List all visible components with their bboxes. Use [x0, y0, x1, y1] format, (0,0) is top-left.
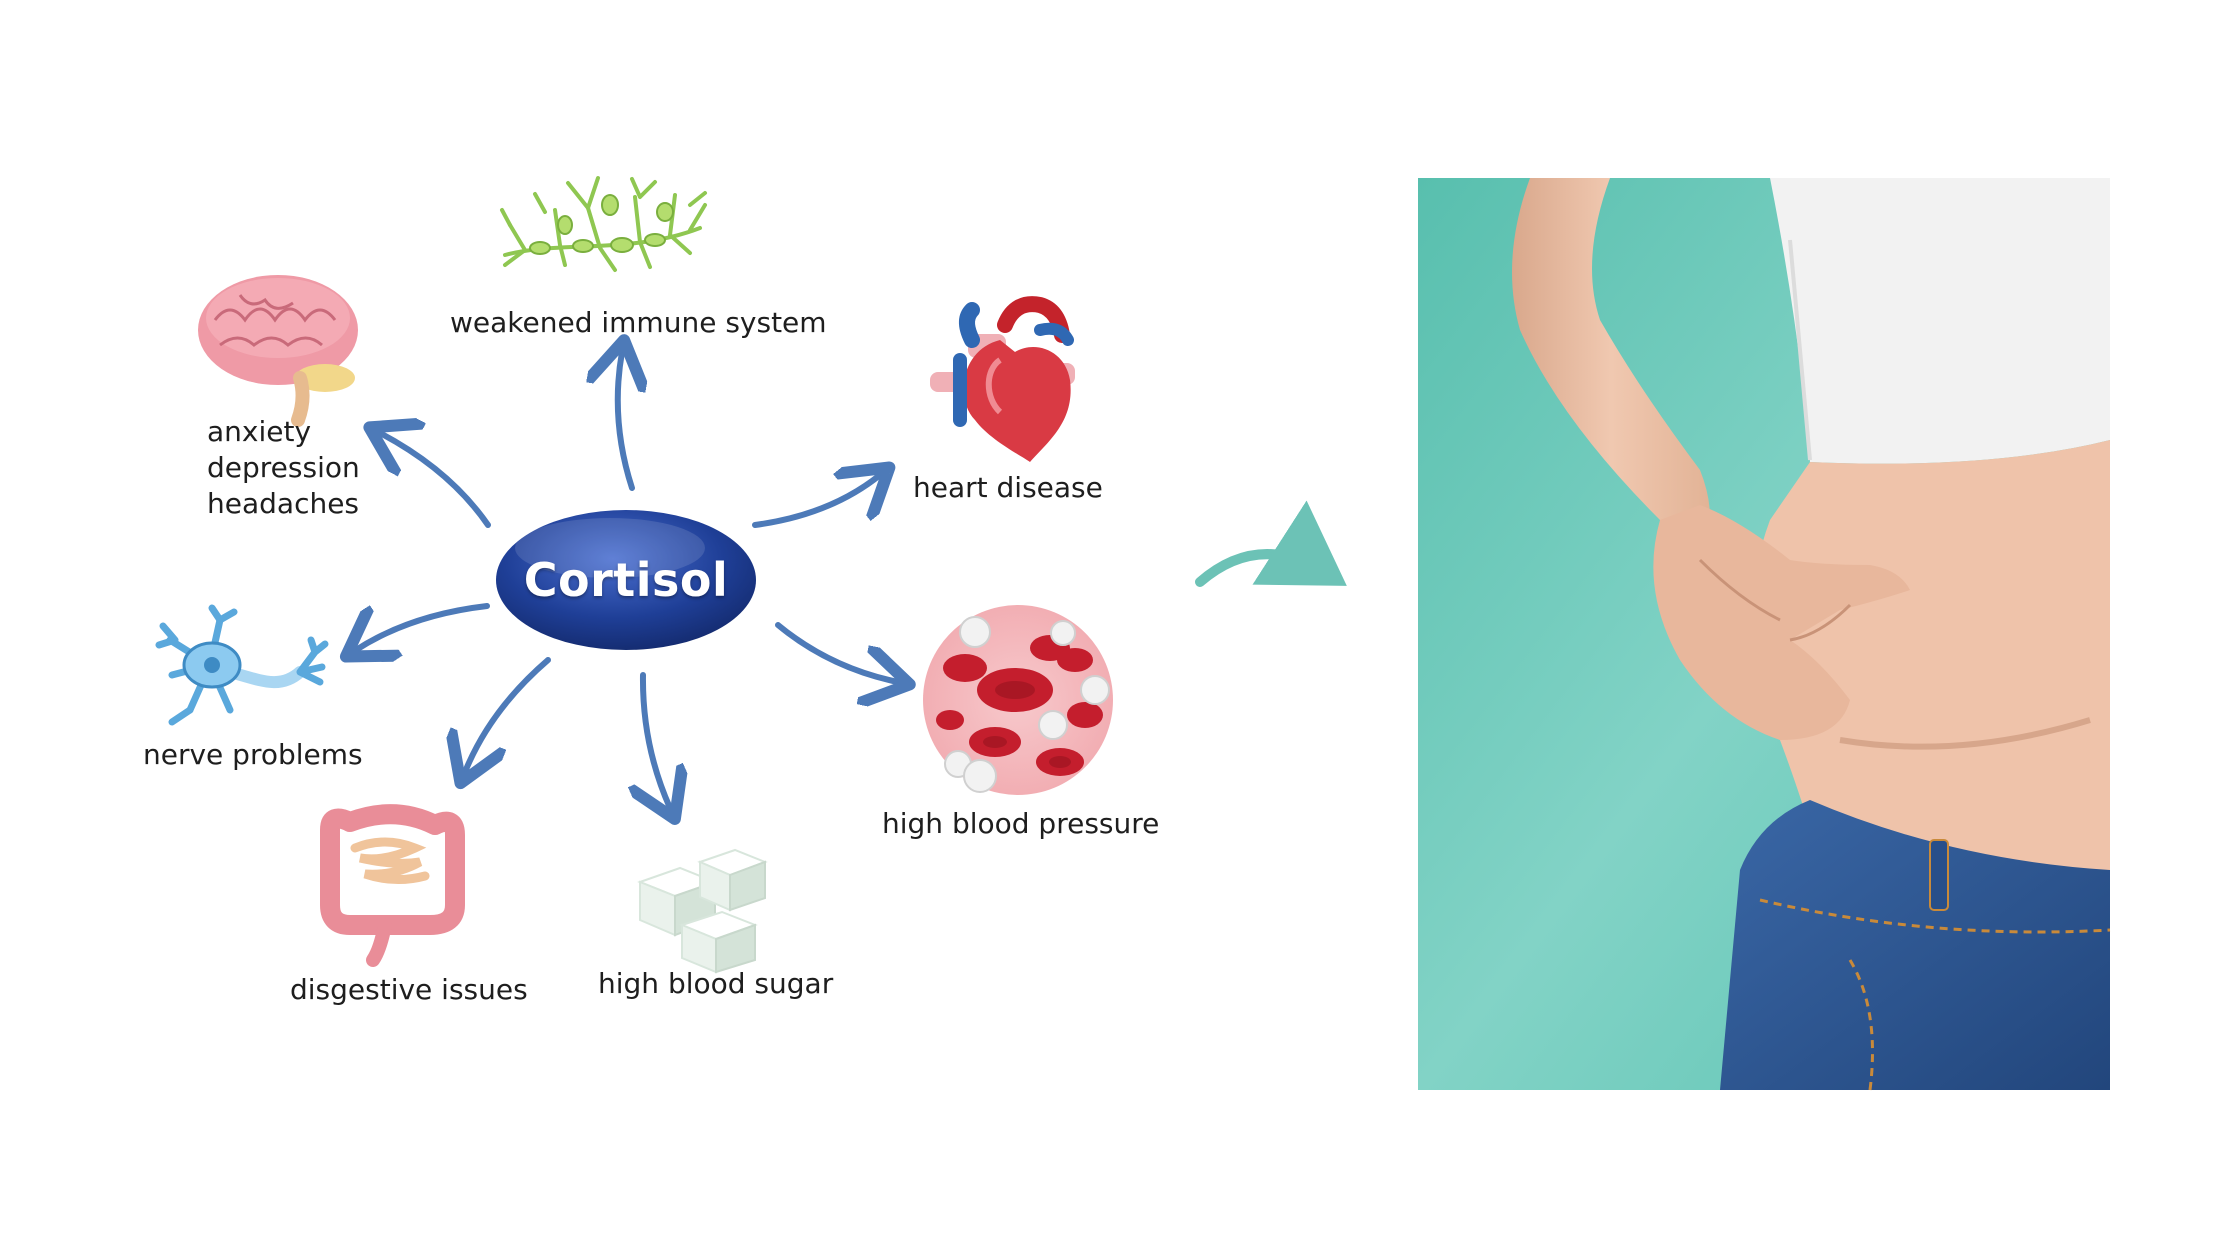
label-digestive: disgestive issues: [290, 973, 528, 1006]
cortisol-ellipse: [496, 510, 756, 650]
brain-icon: [198, 275, 358, 427]
arrow-to-heart: [752, 475, 880, 528]
label-heart: heart disease: [913, 471, 1103, 504]
arrow-to-nerve: [356, 603, 490, 650]
immune-cells-nodes: [529, 194, 674, 255]
arrow-to-digestive: [465, 657, 551, 772]
label-sugar: high blood sugar: [598, 967, 834, 1000]
label-nerve: nerve problems: [143, 738, 363, 771]
sugar-cubes-icon: [637, 848, 768, 974]
arrow-to-immune: [618, 352, 632, 491]
label-blood-pressure: high blood pressure: [882, 807, 1160, 840]
label-immune: weakened immune system: [450, 306, 827, 339]
neuron-body: [182, 641, 242, 689]
intestine-icon: [320, 804, 465, 967]
label-depression: depression: [207, 451, 360, 484]
blood-cells-icon: [923, 605, 1113, 795]
arrows: [356, 352, 898, 808]
label-mental-effects: anxiety depression headaches: [207, 414, 360, 522]
label-anxiety: anxiety: [207, 415, 312, 448]
heart-icon: [930, 296, 1075, 462]
arrow-to-sugar: [643, 672, 670, 808]
label-headaches: headaches: [207, 487, 360, 520]
arrow-to-blood-pressure: [775, 622, 898, 682]
belly-photo: [1418, 178, 2111, 1091]
arrow-to-mental: [380, 433, 491, 528]
cortisol-label: Cortisol: [523, 553, 729, 607]
immune-cells-icon: [500, 176, 707, 272]
teal-arrow: [1195, 500, 1347, 587]
